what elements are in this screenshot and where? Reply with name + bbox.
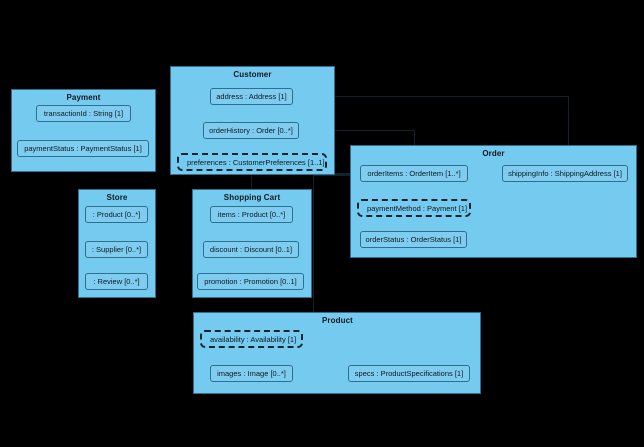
connector-customer-to-orderitems-thick — [313, 173, 360, 176]
attribute-discount[interactable]: discount : Discount [0..1] — [203, 241, 299, 258]
attribute-specs[interactable]: specs : ProductSpecifications [1] — [348, 365, 470, 382]
class-box-payment[interactable]: Payment — [11, 89, 156, 172]
attribute-orderStatus[interactable]: orderStatus : OrderStatus [1] — [360, 231, 467, 248]
class-title-customer: Customer — [233, 70, 272, 79]
connector-address-to-shippinginfo-h — [293, 96, 568, 97]
class-title-order: Order — [482, 149, 505, 158]
connector-address-to-shippinginfo-v — [568, 96, 569, 166]
class-title-payment: Payment — [66, 93, 101, 102]
class-title-shoppingcart: Shopping Cart — [223, 193, 281, 202]
connector-cart-to-product-v — [313, 176, 314, 341]
attribute-images[interactable]: images : Image [0..*] — [210, 365, 293, 382]
class-title-store: Store — [106, 193, 128, 202]
attribute-address[interactable]: address : Address [1] — [210, 88, 293, 105]
attribute-transactionId[interactable]: transactionId : String [1] — [36, 105, 131, 122]
attribute-orderItems[interactable]: orderItems : OrderItem [1..*] — [360, 165, 468, 182]
attribute-preferences[interactable]: preferences : CustomerPreferences [1..1] — [177, 153, 327, 171]
class-title-product: Product — [322, 316, 353, 325]
connector-orderhistory-to-orderitems-h — [299, 130, 415, 131]
attribute-orderHistory[interactable]: orderHistory : Order [0..*] — [203, 122, 299, 139]
class-box-customer[interactable]: Customer — [170, 66, 335, 175]
attribute-promotion[interactable]: promotion : Promotion [0..1] — [197, 273, 304, 290]
attribute-items[interactable]: items : Product [0..*] — [210, 206, 293, 223]
attribute-store-review[interactable]: : Review [0..*] — [85, 273, 148, 290]
attribute-store-product[interactable]: : Product [0..*] — [85, 206, 148, 223]
attribute-paymentMethod[interactable]: paymentMethod : Payment [1] — [357, 199, 471, 217]
attribute-paymentStatus[interactable]: paymentStatus : PaymentStatus [1] — [17, 140, 149, 157]
attribute-shippingInfo[interactable]: shippingInfo : ShippingAddress [1] — [502, 165, 628, 182]
attribute-availability[interactable]: availability : Availability [1] — [200, 330, 303, 348]
attribute-store-supplier[interactable]: : Supplier [0..*] — [85, 241, 148, 258]
